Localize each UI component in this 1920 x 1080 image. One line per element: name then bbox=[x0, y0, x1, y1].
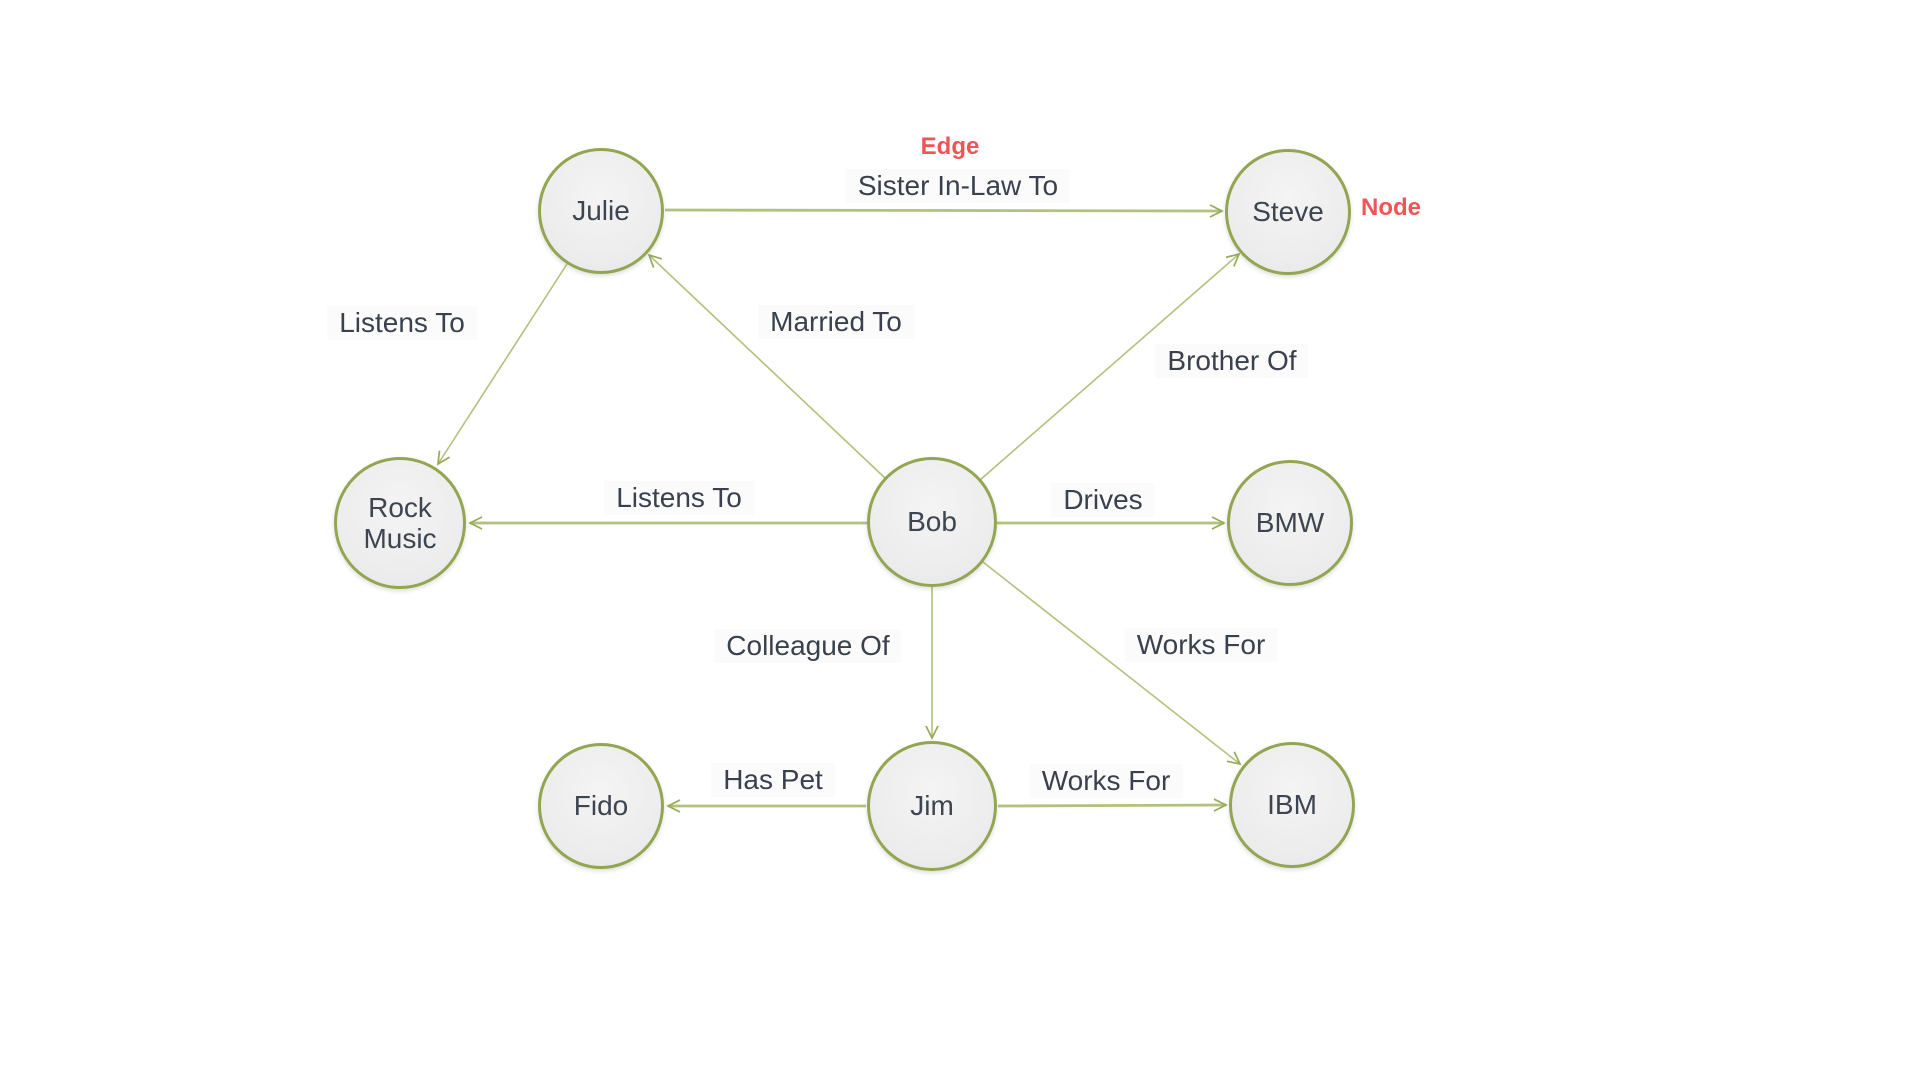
edge-label-has-pet: Has Pet bbox=[711, 763, 835, 797]
edge-label-sister-in-law-to: Sister In-Law To bbox=[845, 169, 1071, 203]
node-label-jim: Jim bbox=[910, 790, 954, 822]
edge-label-listens-to-bob: Listens To bbox=[604, 481, 754, 515]
edge-label-works-for-jim: Works For bbox=[1029, 764, 1183, 798]
node-bob: Bob bbox=[867, 457, 997, 587]
edge-label-married-to: Married To bbox=[758, 305, 914, 339]
edge-bob-steve bbox=[979, 252, 1241, 481]
node-rock-music: Rock Music bbox=[334, 457, 466, 589]
node-julie: Julie bbox=[538, 148, 664, 274]
edge-label-drives: Drives bbox=[1051, 483, 1155, 517]
node-label-steve: Steve bbox=[1252, 196, 1324, 228]
node-label-bmw: BMW bbox=[1255, 507, 1325, 539]
edge-julie-steve bbox=[664, 204, 1224, 218]
edge-label-brother-of: Brother Of bbox=[1155, 344, 1309, 378]
edge-callout-label: Edge bbox=[920, 133, 980, 160]
edge-bob-julie bbox=[647, 253, 886, 479]
node-label-julie: Julie bbox=[572, 195, 630, 227]
edge-jim-ibm bbox=[997, 798, 1228, 812]
node-bmw: BMW bbox=[1227, 460, 1353, 586]
node-label-rock-music: Rock Music bbox=[363, 491, 437, 554]
edge-label-works-for-bob: Works For bbox=[1124, 628, 1278, 662]
edge-bob-ibm bbox=[982, 561, 1242, 766]
node-callout-label: Node bbox=[1361, 194, 1421, 221]
node-jim: Jim bbox=[867, 741, 997, 871]
node-fido: Fido bbox=[538, 743, 664, 869]
edge-label-colleague-of: Colleague Of bbox=[714, 629, 902, 663]
node-ibm: IBM bbox=[1229, 742, 1355, 868]
node-label-ibm: IBM bbox=[1267, 789, 1317, 821]
node-label-bob: Bob bbox=[907, 506, 957, 538]
node-label-fido: Fido bbox=[573, 790, 629, 822]
node-steve: Steve bbox=[1225, 149, 1351, 275]
edge-julie-rockmusic bbox=[436, 263, 568, 466]
edge-label-listens-to-julie: Listens To bbox=[327, 306, 477, 340]
